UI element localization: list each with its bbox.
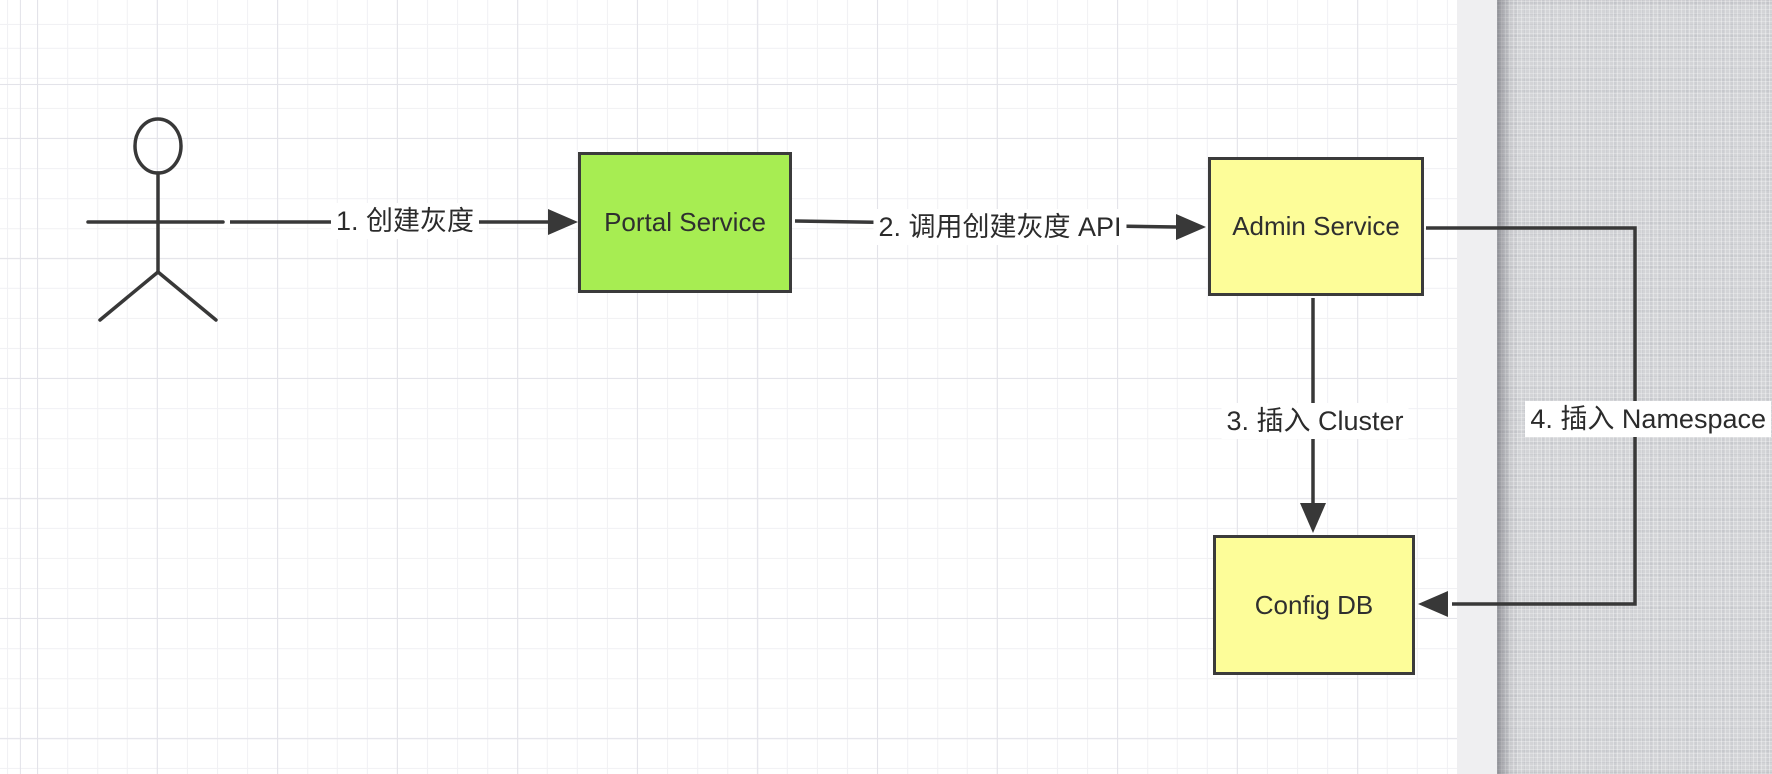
node-admin-service[interactable]: Admin Service bbox=[1208, 157, 1424, 296]
node-admin-service-label: Admin Service bbox=[1232, 211, 1400, 241]
edge-label-insert-cluster[interactable]: 3. 插入 Cluster bbox=[1221, 403, 1409, 439]
edge-label-call-create-gray-api[interactable]: 2. 调用创建灰度 API bbox=[873, 209, 1127, 245]
node-config-db[interactable]: Config DB bbox=[1213, 535, 1415, 675]
edge-label-insert-namespace[interactable]: 4. 插入 Namespace bbox=[1525, 401, 1771, 437]
edge-label-create-gray[interactable]: 1. 创建灰度 bbox=[330, 203, 480, 239]
node-portal-service-label: Portal Service bbox=[604, 207, 766, 237]
grid-background bbox=[0, 0, 1457, 774]
user-actor-icon[interactable] bbox=[86, 117, 225, 322]
node-config-db-label: Config DB bbox=[1254, 589, 1374, 620]
node-portal-service[interactable]: Portal Service bbox=[578, 152, 792, 293]
page-edge-strip bbox=[1457, 0, 1497, 774]
edge-insert-cluster-arrow[interactable] bbox=[1300, 298, 1326, 533]
